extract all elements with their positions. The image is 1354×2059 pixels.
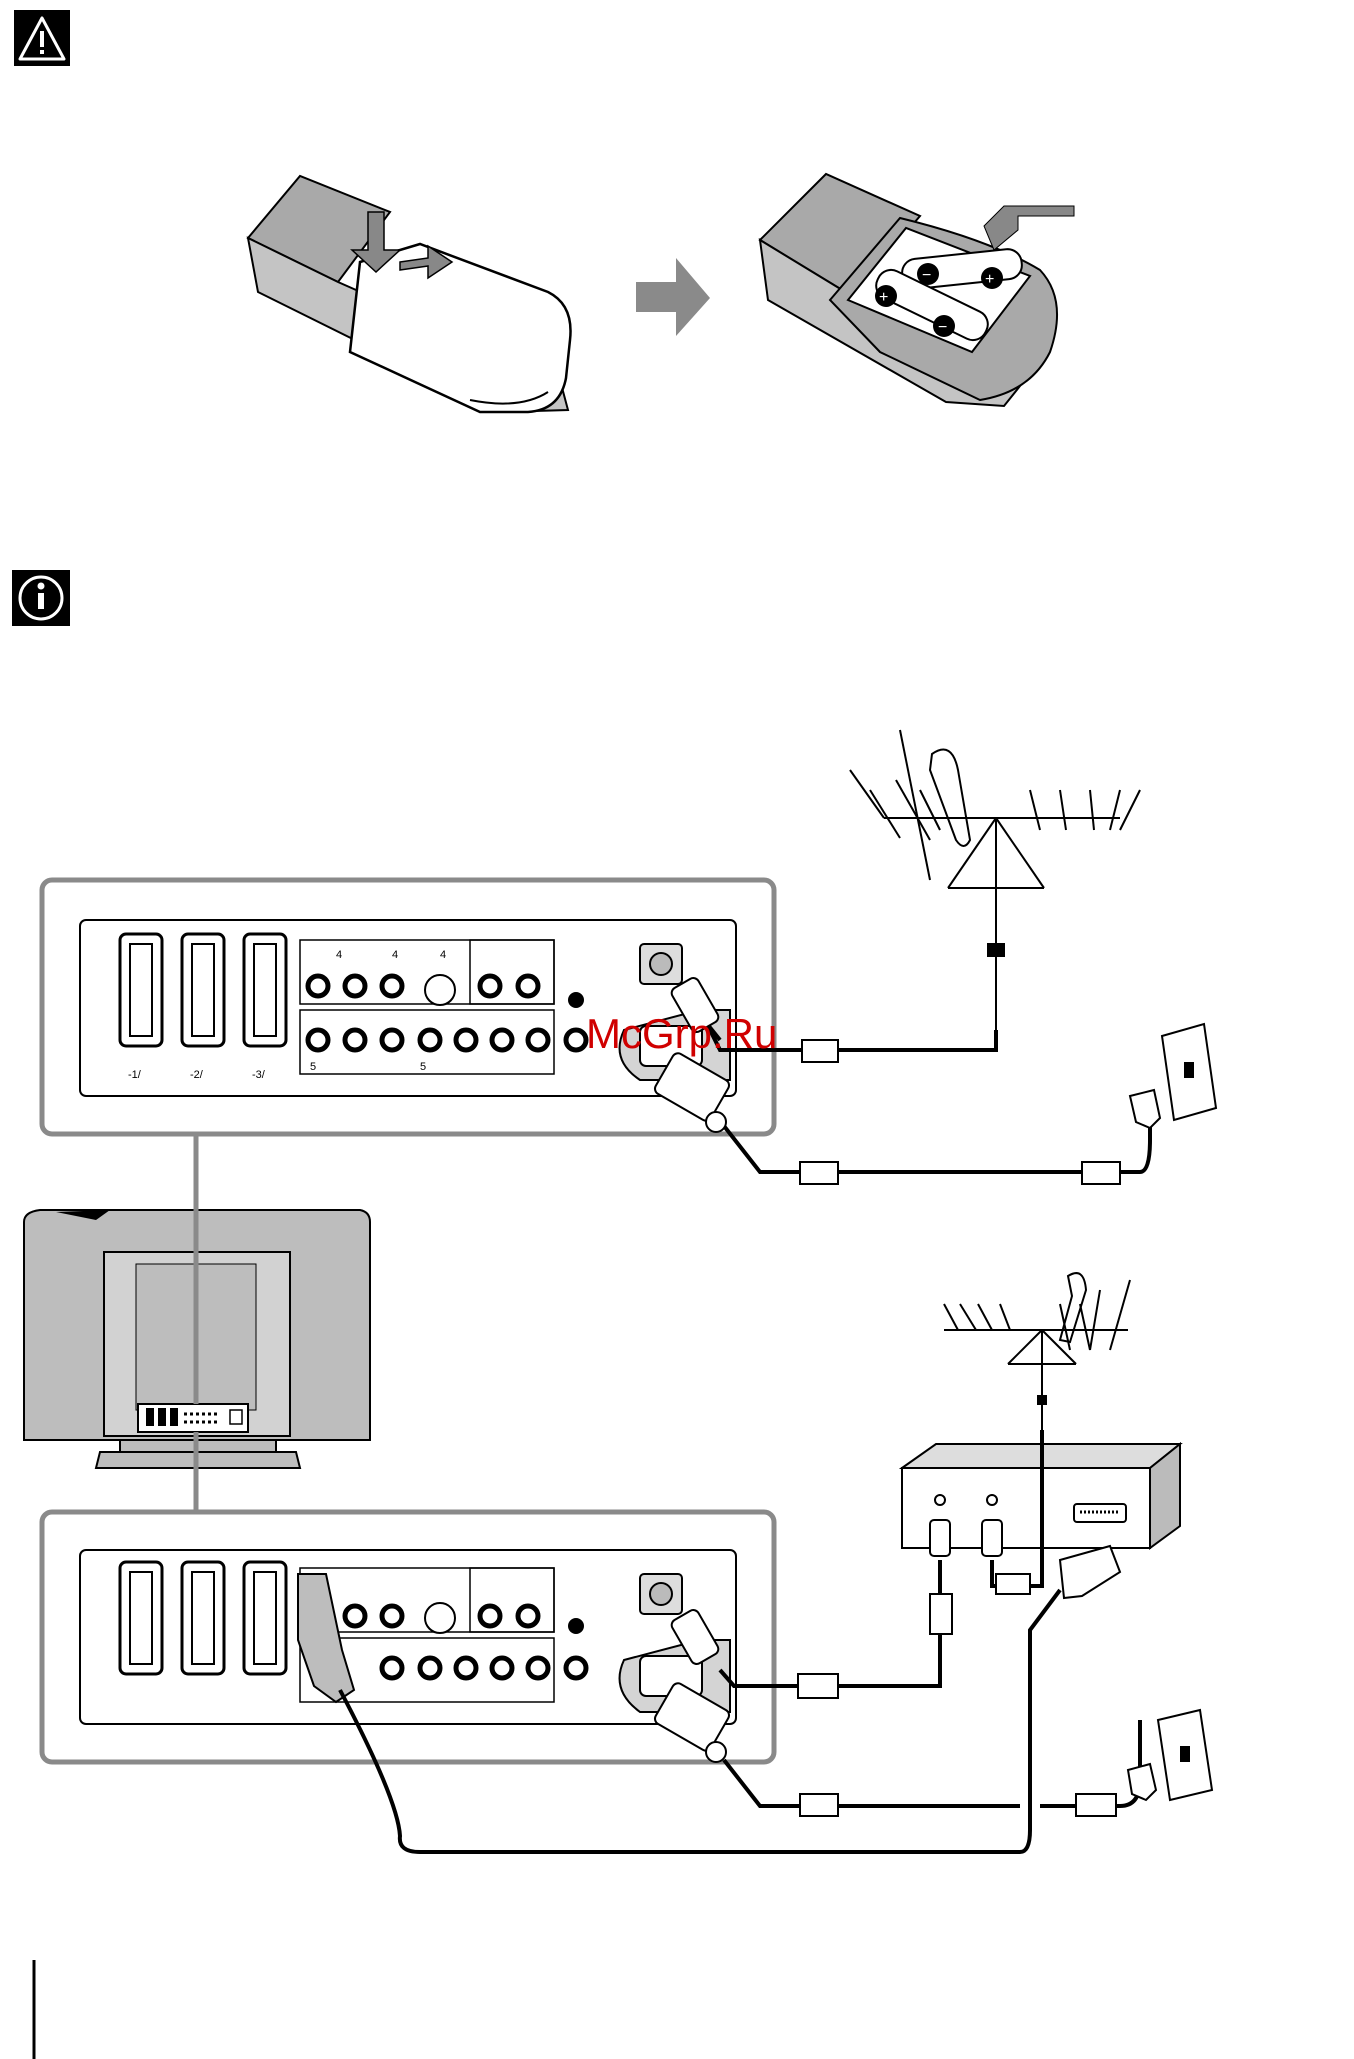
scart-label-1: -1/: [128, 1069, 142, 1081]
remote-open-illustration: − + + −: [760, 174, 1074, 406]
scart-label-2: -2/: [190, 1069, 204, 1081]
scart-socket-2b: [182, 1562, 224, 1674]
remote-closed-illustration: [248, 176, 571, 412]
scart-label-3: -3/: [252, 1069, 266, 1081]
antenna-top: [850, 730, 1140, 1040]
arrow-right-icon: [636, 258, 710, 336]
headphone-socket: [568, 992, 584, 1008]
svideo-4-label: 4: [440, 949, 446, 961]
svg-text:−: −: [922, 267, 931, 284]
scart-socket-2: [182, 934, 224, 1046]
input-4-label-b: 4: [392, 949, 398, 961]
scart-socket-1b: [120, 1562, 162, 1674]
antenna-bottom: [944, 1273, 1130, 1430]
input-5-label: 5: [310, 1061, 316, 1073]
svideo-socket: [425, 975, 455, 1005]
svg-text:+: +: [985, 271, 994, 288]
input-4-label-a: 4: [336, 949, 342, 961]
scart-socket-3b: [244, 1562, 286, 1674]
svg-text:−: −: [938, 319, 947, 336]
output-5-label: 5: [420, 1061, 426, 1073]
scart-socket-1: [120, 934, 162, 1046]
scart-socket-3: [244, 934, 286, 1046]
scart-plug-settop: [1060, 1546, 1120, 1598]
watermark-text: McGrp.Ru: [586, 1010, 777, 1057]
svg-text:+: +: [879, 289, 888, 306]
warning-icon: [14, 10, 70, 66]
info-icon: [12, 570, 70, 626]
wall-socket-top: [1130, 1024, 1216, 1128]
